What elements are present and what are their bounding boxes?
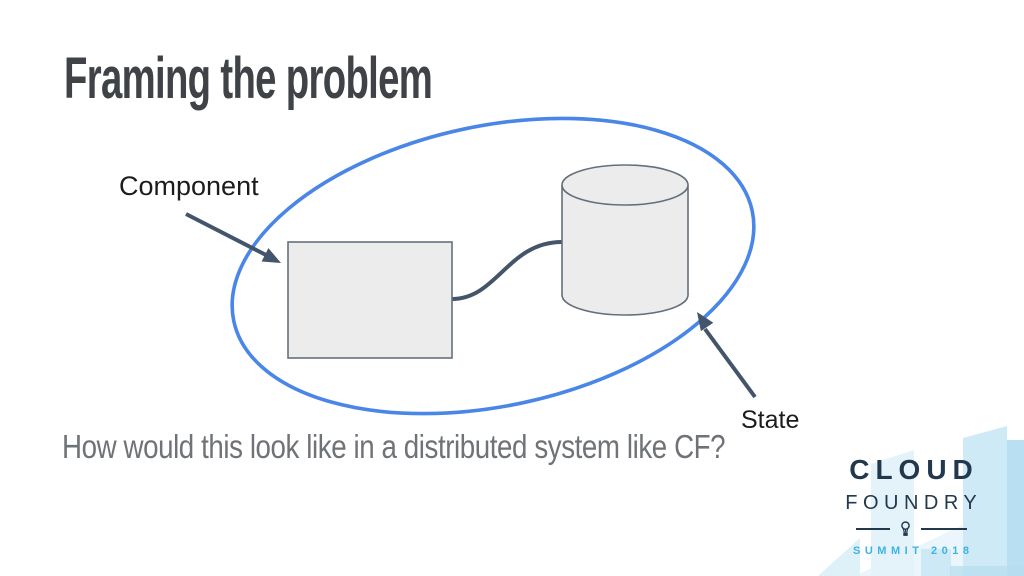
divider-line-right	[920, 527, 967, 531]
logo-divider	[841, 520, 981, 537]
building-shape	[871, 450, 914, 576]
divider-line-left	[855, 527, 890, 531]
building-shape	[1007, 440, 1024, 576]
component-arrow-line	[185, 212, 267, 257]
cylinder-top	[561, 164, 689, 206]
connector-curve	[451, 240, 563, 301]
slide-question: How would this look like in a distribute…	[62, 428, 726, 465]
building-shape	[818, 538, 860, 576]
state-arrow	[697, 312, 757, 399]
component-arrow-head	[261, 248, 281, 263]
logo-foundry-text: FOUNDRY	[845, 492, 983, 514]
logo-summit-text: SUMMIT 2018	[853, 545, 974, 557]
building-shape	[963, 426, 1007, 576]
state-arrow-head	[697, 312, 714, 332]
slide-title: Framing the problem	[64, 46, 433, 111]
building-shape	[921, 549, 951, 576]
building-shape	[950, 566, 1024, 576]
component-label: Component	[119, 171, 259, 201]
cloud-foundry-summit-logo: CLOUD FOUNDRY SUMMIT 2018	[841, 456, 981, 557]
state-arrow-line	[703, 327, 757, 399]
component-arrow	[185, 212, 281, 263]
component-box	[287, 241, 453, 359]
skyline-background	[818, 426, 1024, 576]
system-boundary-ellipse	[230, 116, 756, 416]
balloon-icon	[900, 520, 910, 536]
state-label: State	[741, 406, 800, 434]
logo-cloud-text: CLOUD	[849, 454, 979, 485]
state-cylinder	[561, 164, 689, 316]
